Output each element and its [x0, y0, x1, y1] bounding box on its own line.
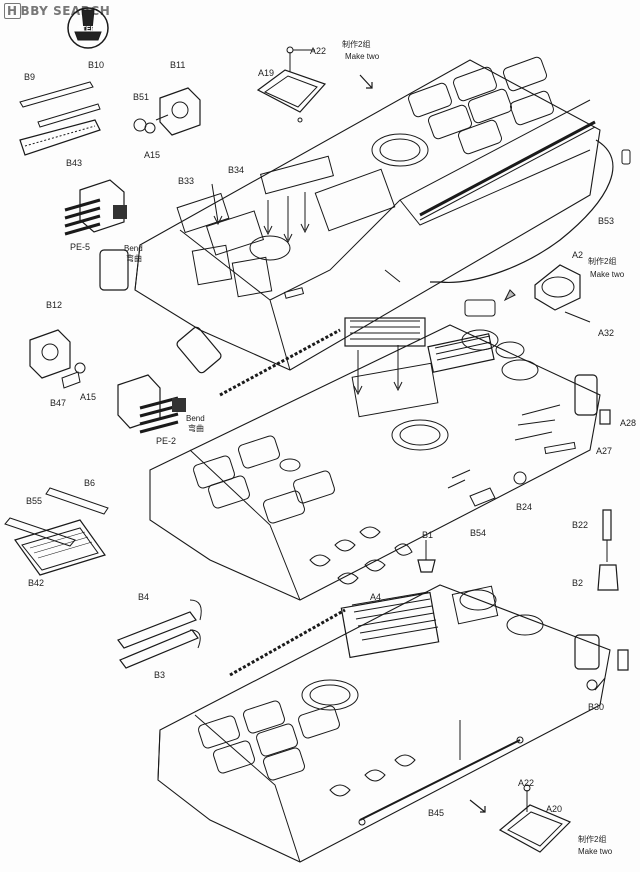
label-make-two-top-cn: 制作2组 — [342, 40, 371, 49]
part-b30 — [586, 649, 629, 691]
label-a15-mid: A15 — [80, 392, 97, 402]
label-b43: B43 — [66, 158, 83, 168]
part-a19-a22 — [256, 46, 327, 113]
part-b9-b10-b43 — [19, 81, 101, 156]
watermark-search: SEARCH — [53, 4, 111, 18]
hull-upper-middle — [149, 299, 611, 601]
label-a27: A27 — [596, 446, 613, 456]
label-b33: B33 — [178, 176, 195, 186]
label-b42: B42 — [28, 578, 45, 588]
label-b51: B51 — [133, 92, 150, 102]
label-b54: B54 — [470, 528, 487, 538]
label-bend-top-cn: 弯曲 — [126, 254, 142, 263]
label-a28: A28 — [620, 418, 637, 428]
label-b30: B30 — [588, 702, 605, 712]
part-b22-b2 — [597, 509, 619, 591]
label-bend-mid: Bend — [186, 414, 205, 423]
label-a15-top: A15 — [144, 150, 161, 160]
label-a19: A19 — [258, 68, 275, 78]
label-b47: B47 — [50, 398, 67, 408]
label-b34: B34 — [228, 165, 245, 175]
step-label: STEP — [77, 26, 96, 33]
label-b22: B22 — [572, 520, 589, 530]
label-bend-mid-cn: 弯曲 — [188, 424, 204, 433]
label-make-two-bot: Make two — [578, 847, 613, 856]
label-b55: B55 — [26, 496, 43, 506]
label-b9: B9 — [24, 72, 36, 82]
label-a20: A20 — [546, 804, 563, 814]
label-a2: A2 — [572, 250, 584, 260]
label-pe2: PE-2 — [156, 436, 177, 446]
part-b11-b51-a15 — [133, 87, 201, 136]
label-bend-top: Bend — [124, 244, 143, 253]
label-b53: B53 — [598, 216, 615, 226]
label-b24: B24 — [516, 502, 533, 512]
label-make-two-mid: Make two — [590, 270, 625, 279]
part-b12-b47-a15 — [29, 329, 86, 389]
part-b4-b3 — [117, 599, 202, 669]
label-b1: B1 — [422, 530, 434, 540]
label-a4: A4 — [370, 592, 382, 602]
label-b11: B11 — [170, 60, 186, 70]
part-b1 — [417, 540, 436, 573]
label-a22-bot: A22 — [518, 778, 535, 788]
watermark-logo-bby: BBY — [20, 4, 49, 18]
part-b6-b55-b42 — [4, 487, 109, 576]
label-pe5: PE-5 — [70, 242, 91, 252]
label-b45: B45 — [428, 808, 445, 818]
label-b12: B12 — [46, 300, 63, 310]
hull-upper-top — [134, 56, 631, 371]
label-a32: A32 — [598, 328, 615, 338]
hull-upper-bottom — [157, 584, 611, 863]
label-b10: B10 — [88, 60, 105, 70]
part-a4-clips — [309, 526, 416, 797]
label-b2: B2 — [572, 578, 584, 588]
label-b6: B6 — [84, 478, 96, 488]
label-make-two-top: Make two — [345, 52, 380, 61]
watermark-logo-h: H — [4, 3, 21, 19]
step-badge-icon — [67, 7, 109, 49]
label-a22-top: A22 — [310, 46, 327, 56]
label-make-two-mid-cn: 制作2组 — [588, 257, 617, 266]
label-make-two-bot-cn: 制作2组 — [578, 835, 607, 844]
part-a20-a22-bottom — [498, 784, 572, 853]
part-pe2 — [117, 374, 186, 434]
part-pe5 — [64, 179, 222, 374]
part-a2-a32 — [503, 264, 591, 323]
label-b3: B3 — [154, 670, 166, 680]
label-b4: B4 — [138, 592, 150, 602]
